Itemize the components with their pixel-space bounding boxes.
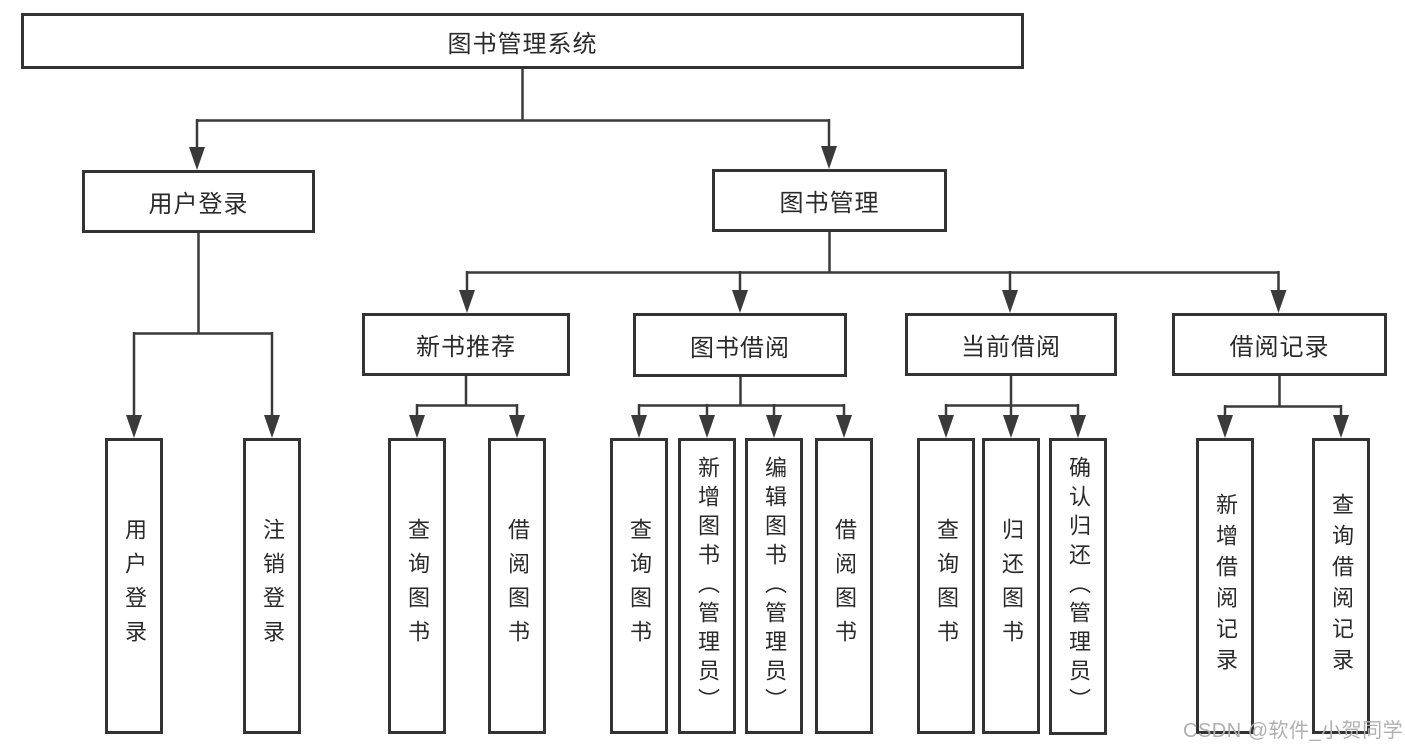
watermark: CSDN @软件_小贺同学: [1183, 720, 1404, 742]
leaf-return-book-label: 归还图书: [999, 518, 1024, 654]
connector-current-borrow-children: [944, 376, 1080, 418]
leaf-query-books-2-label: 查询图书: [627, 518, 652, 654]
node-new-book-recommendation-label: 新书推荐: [416, 334, 516, 361]
leaf-return-book: 归还图书: [982, 438, 1040, 734]
node-borrowing-records: 借阅记录: [1172, 313, 1387, 376]
leaf-logout: 注销登录: [243, 438, 301, 734]
leaf-borrow-books-2-label: 借阅图书: [832, 518, 857, 654]
leaf-user-login: 用户登录: [105, 438, 163, 734]
leaf-add-book-admin: 新增图书（管理员）: [678, 438, 736, 734]
node-root-system: 图书管理系统: [21, 13, 1024, 69]
leaf-query-borrow-record-label: 查询借阅记录: [1329, 493, 1354, 679]
leaf-add-borrow-record-label: 新增借阅记录: [1213, 493, 1238, 679]
connector-user-login-children: [132, 233, 274, 418]
leaf-query-books-2: 查询图书: [610, 438, 668, 734]
connector-book-borrow-children: [637, 377, 846, 418]
leaf-logout-label: 注销登录: [260, 518, 285, 654]
leaf-confirm-return-admin: 确认归还（管理员）: [1049, 438, 1107, 735]
leaf-query-books-1-label: 查询图书: [405, 518, 430, 654]
connector-book-mgmt-children: [465, 232, 1280, 293]
node-user-login-label: 用户登录: [148, 191, 249, 218]
leaf-borrow-books-1: 借阅图书: [488, 438, 546, 734]
leaf-borrow-books-1-label: 借阅图书: [505, 518, 530, 654]
leaf-add-borrow-record: 新增借阅记录: [1196, 438, 1254, 734]
node-book-borrowing-label: 图书借阅: [690, 334, 790, 362]
node-book-management-label: 图书管理: [779, 190, 880, 217]
leaf-edit-book-admin-label: 编辑图书（管理员）: [762, 455, 787, 717]
leaf-add-book-admin-label: 新增图书（管理员）: [695, 455, 720, 717]
leaf-confirm-return-admin-label: 确认归还（管理员）: [1066, 456, 1091, 717]
leaf-query-books-1: 查询图书: [388, 438, 446, 734]
node-new-book-recommendation: 新书推荐: [362, 313, 570, 376]
leaf-query-books-3: 查询图书: [917, 438, 975, 734]
node-book-management: 图书管理: [712, 169, 947, 232]
node-current-borrowing: 当前借阅: [905, 313, 1117, 376]
node-current-borrowing-label: 当前借阅: [961, 334, 1061, 361]
node-book-borrowing: 图书借阅: [633, 313, 847, 377]
node-user-login: 用户登录: [82, 170, 315, 233]
leaf-query-borrow-record: 查询借阅记录: [1312, 438, 1370, 734]
leaf-query-books-3-label: 查询图书: [934, 518, 959, 654]
node-borrowing-records-label: 借阅记录: [1229, 334, 1330, 361]
connector-new-book-rec-children: [415, 376, 519, 418]
connector-borrow-records-children: [1223, 376, 1343, 418]
leaf-edit-book-admin: 编辑图书（管理员）: [745, 438, 803, 734]
node-root-system-label: 图书管理系统: [447, 30, 598, 58]
leaf-user-login-label: 用户登录: [122, 518, 147, 654]
connector-root-to-level2: [195, 69, 831, 150]
leaf-borrow-books-2: 借阅图书: [815, 438, 873, 734]
